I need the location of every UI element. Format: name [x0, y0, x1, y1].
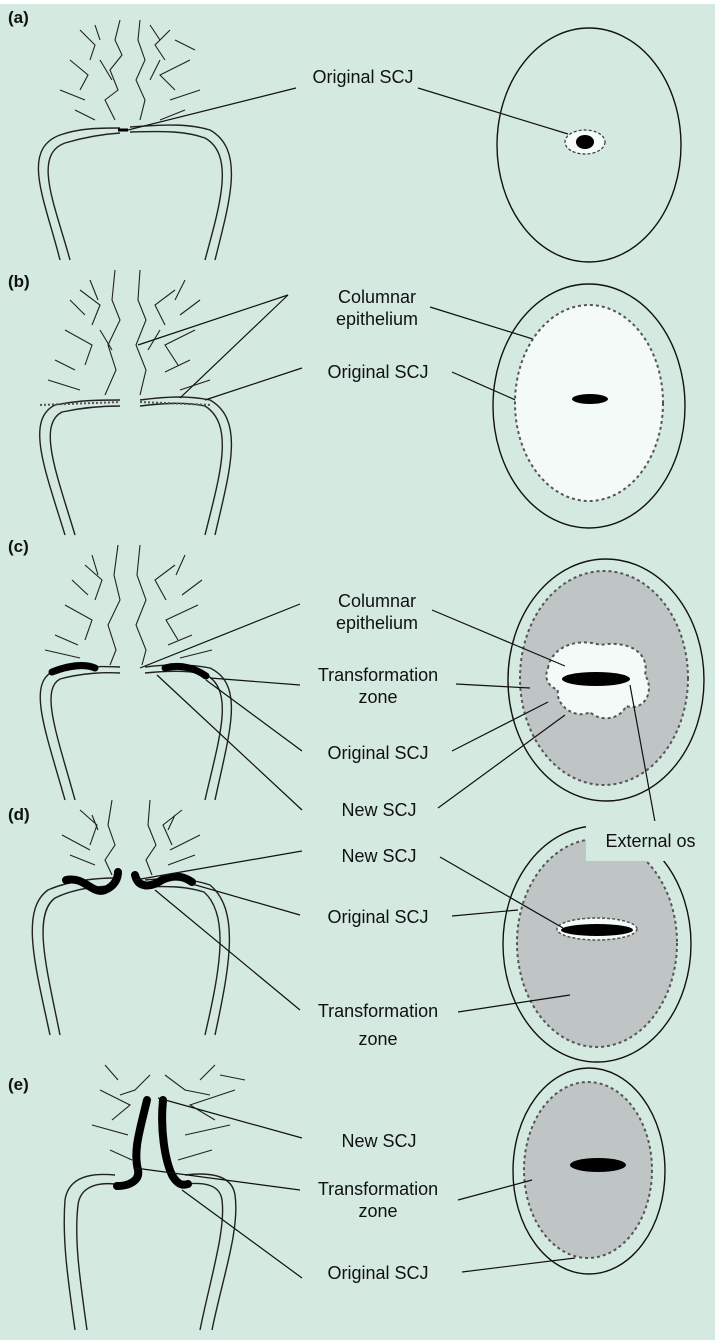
panel-d-tz-area: [517, 839, 677, 1047]
panel-a-letter: (a): [8, 8, 29, 28]
panel-c-label-columnar-1: Columnar: [322, 590, 432, 612]
panel-e-label-new-scj: New SCJ: [320, 1130, 438, 1152]
panel-b-external-os: [572, 394, 608, 404]
panel-d-label-tz-1: Transformation: [300, 1000, 456, 1022]
panel-c-label-new-scj: New SCJ: [320, 799, 438, 821]
panel-d-label-original-scj: Original SCJ: [308, 906, 448, 928]
panel-a-external-os: [576, 135, 594, 149]
panel-b-letter: (b): [8, 272, 30, 292]
panel-c-label-original-scj: Original SCJ: [308, 742, 448, 764]
panel-c-label-tz-2: zone: [300, 686, 456, 708]
panel-c-label-tz-1: Transformation: [300, 664, 456, 686]
panel-e-letter: (e): [8, 1075, 29, 1095]
panel-e-label-tz-2: zone: [300, 1200, 456, 1222]
panel-e-external-os: [570, 1158, 626, 1172]
panel-b-label-original-scj: Original SCJ: [308, 361, 448, 383]
panel-c-label-external-os: External os: [586, 821, 715, 861]
panel-d-external-os: [561, 924, 633, 936]
panel-a-label-original-scj: Original SCJ: [308, 66, 418, 88]
panel-c-label-columnar-2: epithelium: [322, 612, 432, 634]
panel-b-label-columnar-2: epithelium: [322, 308, 432, 330]
panel-c-letter: (c): [8, 537, 29, 557]
panel-e-label-tz-1: Transformation: [300, 1178, 456, 1200]
panel-b-label-columnar-1: Columnar: [322, 286, 432, 308]
panel-d-label-new-scj: New SCJ: [320, 845, 438, 867]
panel-d-label-tz-2: zone: [300, 1028, 456, 1050]
panel-d-letter: (d): [8, 805, 30, 825]
panel-c-external-os: [562, 672, 630, 686]
panel-e-label-original-scj: Original SCJ: [308, 1262, 448, 1284]
